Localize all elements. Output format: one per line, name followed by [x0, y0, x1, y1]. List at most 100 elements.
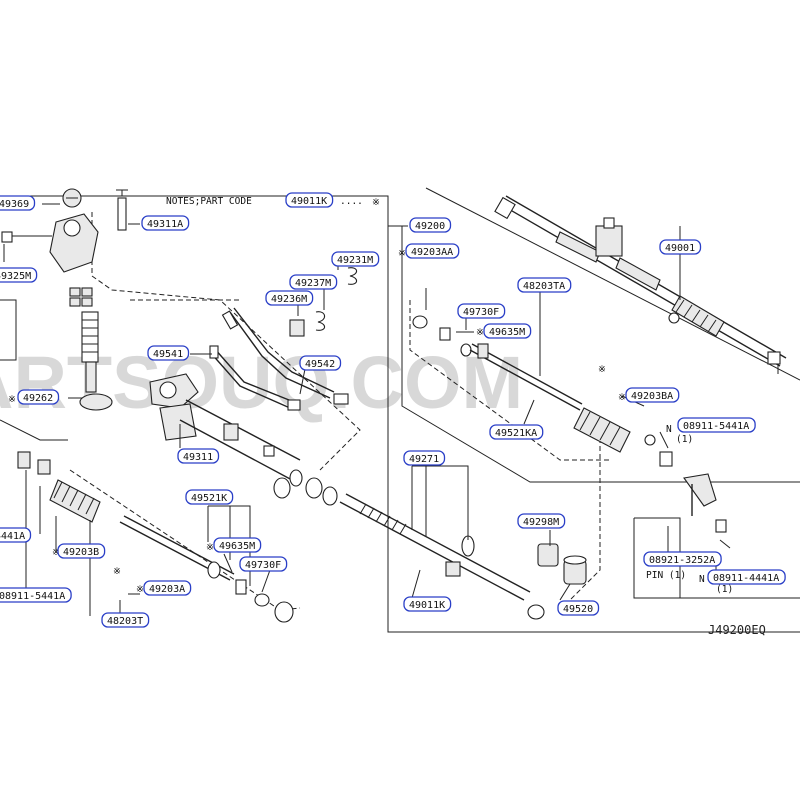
callout-49236m[interactable]: 49236M [265, 290, 314, 306]
star-49203a: ※ [136, 584, 144, 595]
notes-ellipsis: .... [340, 196, 363, 207]
callout-box[interactable] [0, 527, 32, 543]
callout-49311[interactable]: 49311 [177, 448, 220, 464]
callout-box[interactable] [557, 600, 600, 616]
callout-49011k-note[interactable]: 49011K [285, 192, 334, 208]
callout-49730f-l[interactable]: 49730F [239, 556, 288, 572]
callout-box[interactable] [457, 303, 506, 319]
callout-label: 49011K [409, 600, 445, 611]
callout-label: 49311 [183, 452, 213, 463]
leader-lines [3, 203, 717, 616]
callout-box[interactable] [331, 251, 380, 267]
callout-48203ta[interactable]: 48203TA [517, 277, 572, 293]
tie-rod-end-right [683, 473, 731, 549]
steering-rack-assembly [494, 195, 787, 374]
callout-box[interactable] [101, 612, 150, 628]
callout-49541[interactable]: 49541 [147, 345, 190, 361]
callout-49521k[interactable]: 49521K [185, 489, 234, 505]
callout-box[interactable] [143, 580, 192, 596]
callout-label: 49635M [219, 541, 255, 552]
callout-box[interactable] [0, 267, 38, 283]
notes-mark: ※ [372, 197, 380, 208]
star-49203aa: ※ [398, 248, 406, 259]
callout-49001[interactable]: 49001 [659, 239, 702, 255]
callout-box[interactable] [409, 217, 452, 233]
callout-49542[interactable]: 49542 [299, 355, 342, 371]
callout-49635m-r[interactable]: 49635M [483, 323, 532, 339]
callout-box[interactable] [403, 450, 446, 466]
callout-label: 49262 [23, 393, 53, 404]
star-rod-left: ※ [113, 566, 121, 577]
callout-box[interactable] [0, 195, 36, 211]
pinion-housing [1, 188, 128, 411]
callout-label: 49203B [63, 547, 99, 558]
callout-4441a-cut[interactable]: 4441A [0, 527, 32, 543]
callout-box[interactable] [141, 215, 190, 231]
callout-label: 49325M [0, 271, 31, 282]
callout-box[interactable] [147, 345, 190, 361]
callout-box[interactable] [185, 489, 234, 505]
callout-box[interactable] [403, 596, 452, 612]
callout-49298m[interactable]: 49298M [517, 513, 566, 529]
callout-label: 49730F [245, 560, 281, 571]
callout-08921-3252a[interactable]: 08921-3252A [643, 551, 722, 567]
callout-label: 49231M [337, 255, 373, 266]
callout-49635m-l[interactable]: 49635M [213, 537, 262, 553]
callout-box[interactable] [289, 274, 338, 290]
callout-box[interactable] [239, 556, 288, 572]
callout-label: 49521K [191, 493, 227, 504]
callout-label: 49203BA [631, 391, 673, 402]
callout-49369[interactable]: 49369 [0, 195, 36, 211]
callout-box[interactable] [483, 323, 532, 339]
callout-box[interactable] [299, 355, 342, 371]
callout-49237m[interactable]: 49237M [289, 274, 338, 290]
callout-48203t[interactable]: 48203T [101, 612, 150, 628]
callout-49200[interactable]: 49200 [409, 217, 452, 233]
pin-label: PIN (1) [646, 570, 686, 581]
callout-box[interactable] [659, 239, 702, 255]
mount-bushings [537, 543, 587, 585]
callout-49520[interactable]: 49520 [557, 600, 600, 616]
callout-49203ba[interactable]: 49203BA [625, 387, 680, 403]
callout-49311a[interactable]: 49311A [141, 215, 190, 231]
callout-49203a[interactable]: 49203A [143, 580, 192, 596]
callout-49011k[interactable]: 49011K [403, 596, 452, 612]
callout-box[interactable] [707, 569, 786, 585]
callout-box[interactable] [517, 277, 572, 293]
callout-49271[interactable]: 49271 [403, 450, 446, 466]
callout-49730f-r[interactable]: 49730F [457, 303, 506, 319]
callout-box[interactable] [405, 243, 460, 259]
callout-box[interactable] [0, 587, 72, 603]
callout-box[interactable] [643, 551, 722, 567]
callout-49262[interactable]: 49262 [17, 389, 60, 405]
callout-label: 49200 [415, 221, 445, 232]
callout-08911-5441a-r[interactable]: 08911-5441A [677, 417, 756, 433]
callout-box[interactable] [625, 387, 680, 403]
callout-49231m[interactable]: 49231M [331, 251, 380, 267]
callout-label: 49298M [523, 517, 559, 528]
star-49635m-right: ※ [476, 327, 484, 338]
callout-box[interactable] [265, 290, 314, 306]
callout-label: 49011K [291, 196, 327, 207]
callout-49521ka[interactable]: 49521KA [489, 424, 544, 440]
n-mark-right: N [666, 424, 672, 435]
callout-08911-5441a-l[interactable]: 08911-5441A [0, 587, 72, 603]
callout-49203b[interactable]: 49203B [57, 543, 106, 559]
callout-box[interactable] [285, 192, 334, 208]
callout-49203aa[interactable]: 49203AA [405, 243, 460, 259]
callout-label: 49203AA [411, 247, 453, 258]
callout-box[interactable] [489, 424, 544, 440]
callout-box[interactable] [213, 537, 262, 553]
star-49262: ※ [8, 394, 16, 405]
callout-label: 49001 [665, 243, 695, 254]
callout-box[interactable] [517, 513, 566, 529]
callout-label: 49203A [149, 584, 185, 595]
callout-box[interactable] [17, 389, 60, 405]
callout-label: 4441A [0, 531, 25, 542]
callout-box[interactable] [177, 448, 220, 464]
callout-08911-4441a[interactable]: 08911-4441A [707, 569, 786, 585]
callout-49325m[interactable]: 49325M [0, 267, 38, 283]
callout-box[interactable] [57, 543, 106, 559]
notes-header: NOTES;PART CODE .... ※ [166, 196, 380, 208]
callout-box[interactable] [677, 417, 756, 433]
